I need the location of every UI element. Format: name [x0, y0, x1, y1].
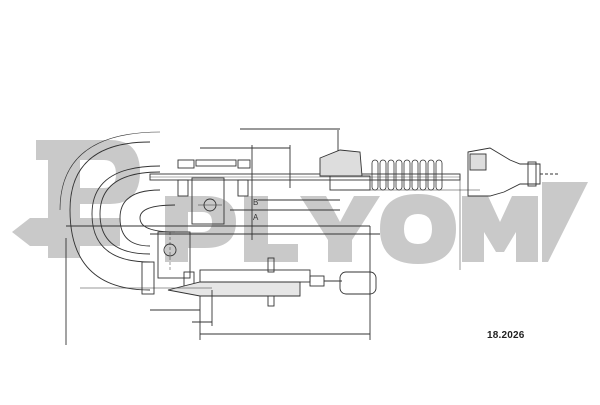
dimension-label-a: A — [253, 213, 259, 222]
dimension-label-b: B — [253, 198, 258, 207]
watermark-logo — [12, 140, 588, 264]
part-number: 18.2026 — [487, 330, 525, 341]
cable-drawing — [59, 128, 560, 345]
